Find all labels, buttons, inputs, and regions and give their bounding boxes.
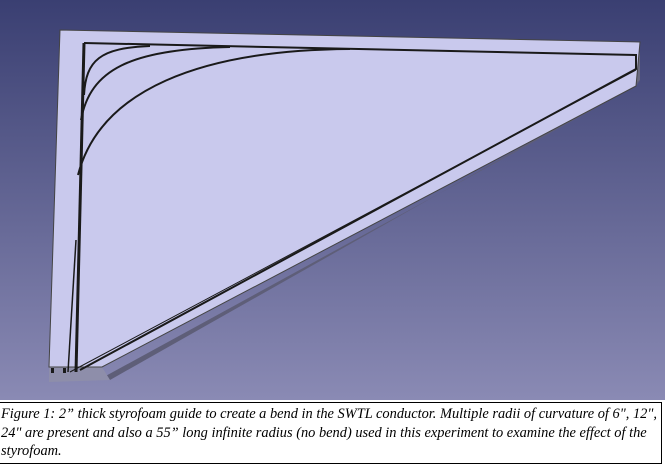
notch-mark [63,368,66,373]
cad-viewport [0,0,665,400]
channel-outline [79,42,637,371]
bend-radius-6-curve [83,45,151,96]
figure-caption: Figure 1: 2” thick styrofoam guide to cr… [0,402,662,464]
styrofoam-guide-render [0,0,665,400]
bend-radius-24-curve [77,48,351,176]
channel-inner-edge [74,42,86,373]
guide-top-face [48,29,641,368]
channel-inner-edge-2 [67,239,77,373]
guide-side-face-front [49,367,110,382]
bend-radius-12-curve [80,46,231,121]
notch-mark [51,368,54,373]
guide-side-face-bottom [102,80,640,380]
channel-bottom-edge [69,69,637,373]
